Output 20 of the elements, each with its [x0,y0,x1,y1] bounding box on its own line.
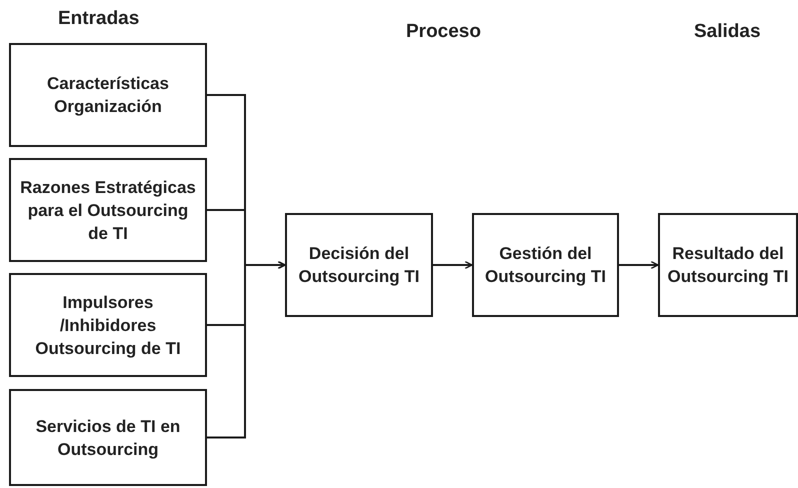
box-label: Razones Estratégicas para el Outsourcing de TI [19,176,197,244]
process-box [285,213,433,317]
process-box [658,213,798,317]
process-box [9,43,207,147]
arrow [619,260,659,270]
box-label: Resultado del Outsourcing TI [666,243,790,288]
column-heading: Entradas [58,8,140,30]
process-box [9,389,207,486]
column-heading: Salidas [694,21,761,43]
arrow [433,260,473,270]
box-label: Impulsores /Inhibidores Outsourcing de TI [34,292,182,360]
box-label: Gestión del Outsourcing TI [484,243,607,288]
column-heading: Proceso [406,21,481,43]
process-box [9,273,207,377]
box-label: Servicios de TI en Outsourcing [34,416,182,460]
arrow [207,260,286,438]
box-label: Decisión del Outsourcing TI [298,243,420,288]
process-box [472,213,619,317]
process-box [9,158,207,262]
box-label: Características Organización [46,73,170,118]
